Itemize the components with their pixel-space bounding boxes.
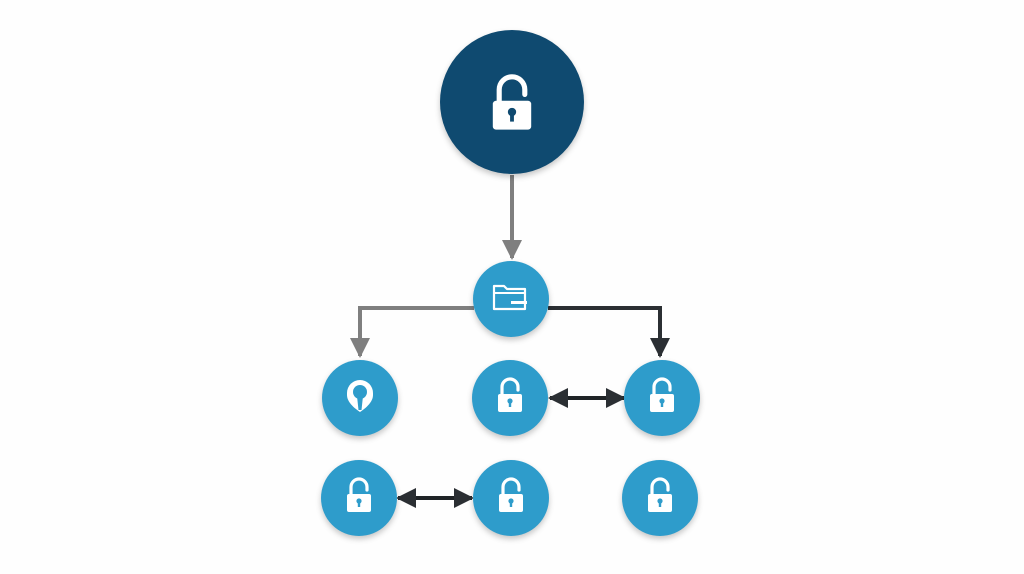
connector-layer bbox=[350, 175, 670, 508]
connector-hub-to-node-3 bbox=[548, 306, 670, 358]
connector-hub-to-node-1 bbox=[350, 306, 474, 358]
hub-node[interactable] bbox=[473, 261, 549, 337]
padlock-open-icon bbox=[492, 74, 532, 130]
